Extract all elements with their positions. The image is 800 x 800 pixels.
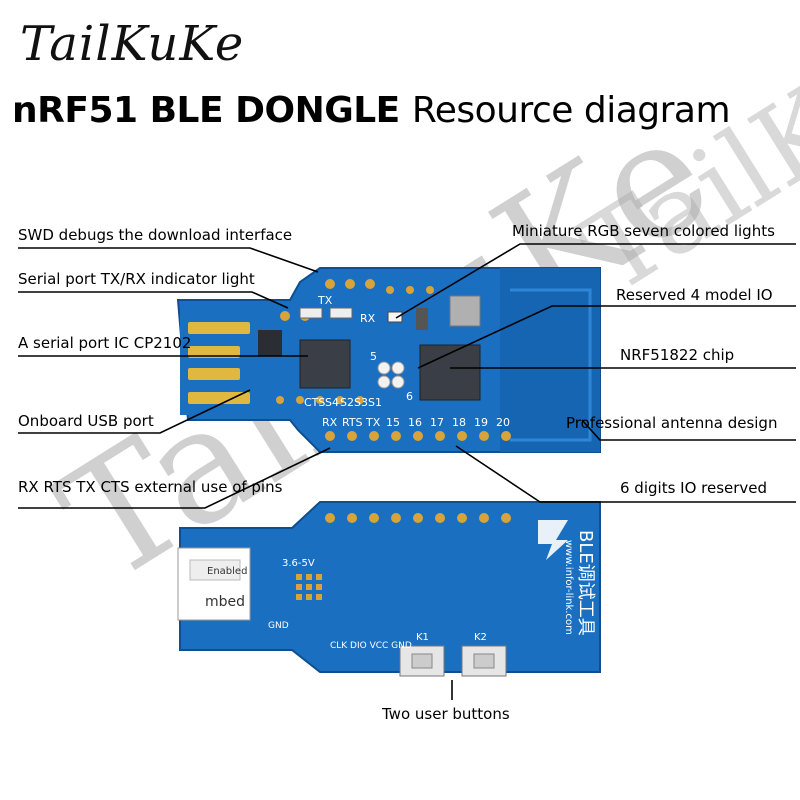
back-board: mbed Enabled 3.6-5V GND CLK DIO VCC GND … [177,501,601,677]
silk-20: 20 [496,416,510,429]
callout-lines [18,243,796,700]
silk-url: www.infor-link.com [563,540,574,635]
silk-6: 6 [406,390,413,403]
usb-contact [188,368,240,380]
label-usb: Onboard USB port [18,412,154,430]
label-rgb: Miniature RGB seven colored lights [512,222,775,240]
silk-tx: TX [317,294,333,307]
label-swd: SWD debugs the download interface [18,226,293,244]
silk-19: 19 [474,416,488,429]
silk-k2: K2 [474,632,487,643]
silk-enabled: Enabled [207,566,247,577]
cp2102-chip [299,339,351,389]
usb-contact [188,392,250,404]
silk-gnd: GND [268,621,289,631]
brand-logo: TailKuKe [20,16,245,72]
label-nrf: NRF51822 chip [620,346,735,364]
label-txrx-led: Serial port TX/RX indicator light [18,270,255,288]
silk-ble: BLE调试工具 [575,530,596,636]
silk-pins: CLK DIO VCC GND [330,641,412,651]
silk-18: 18 [452,416,466,429]
silk-5: 5 [370,350,377,363]
nrf51822-chip [419,344,481,401]
label-ext-pins: RX RTS TX CTS external use of pins [18,478,283,496]
label-cp2102: A serial port IC CP2102 [18,334,192,352]
usb-contact [188,346,240,358]
silk-s2: S2 [340,396,354,409]
page-title: nRF51 BLE DONGLE Resource diagram [12,90,731,131]
label-antenna: Professional antenna design [566,414,778,432]
silk-16: 16 [408,416,422,429]
front-board: TX RX CTS S4 S2 S3 S1 RX RTS TX 15 16 17… [176,267,601,453]
title-rest: Resource diagram [411,90,731,131]
silk-15: 15 [386,416,400,429]
title-bold: nRF51 BLE DONGLE [12,90,400,131]
silk-pin-tx: TX [365,416,381,429]
silk-k1: K1 [416,632,429,643]
silk-pin-rx: RX [322,416,338,429]
silk-s3: S3 [354,396,368,409]
silk-17: 17 [430,416,444,429]
silk-s4: S4 [325,396,339,409]
silk-mbed: mbed [205,594,245,610]
silk-cts: CTS [304,396,325,409]
silk-volt: 3.6-5V [282,558,315,569]
label-buttons: Two user buttons [382,705,510,723]
label-reserved4: Reserved 4 model IO [616,286,773,304]
usb-contact [188,322,250,334]
silk-s1: S1 [368,396,382,409]
silk-pin-rts: RTS [342,416,363,429]
user-button-k2 [461,645,507,677]
silk-rx: RX [360,312,376,325]
label-io6: 6 digits IO reserved [620,479,768,497]
